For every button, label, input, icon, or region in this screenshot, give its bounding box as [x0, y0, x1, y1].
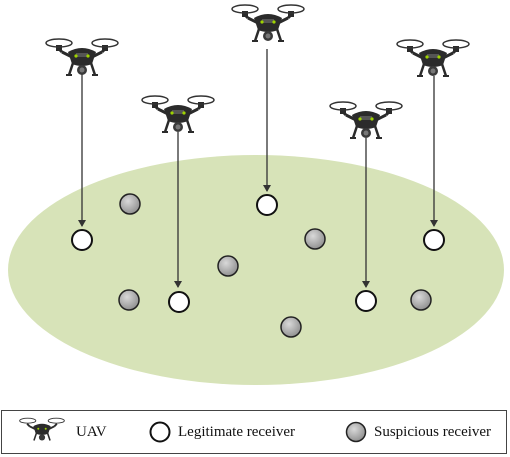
legitimate-legend-icon [149, 421, 171, 443]
suspicious-receiver-1 [119, 193, 141, 215]
uav-4 [328, 100, 404, 140]
legitimate-receiver-1 [71, 229, 93, 251]
legend: UAV Legitimate receiver Suspicious recei… [1, 410, 507, 454]
uav-5 [395, 38, 471, 78]
legend-symbols [19, 417, 367, 443]
suspicious-receiver-5 [280, 316, 302, 338]
uav-2 [140, 94, 216, 134]
suspicious-legend-label: Suspicious receiver [374, 424, 492, 440]
uav-3 [230, 3, 306, 43]
legitimate-receiver-3 [256, 194, 278, 216]
legitimate-legend-label: Legitimate receiver [178, 424, 296, 440]
legitimate-receiver-4 [355, 290, 377, 312]
uav-legend-icon [19, 417, 65, 441]
suspicious-legend-icon [345, 421, 367, 443]
link-arrows [78, 49, 438, 288]
suspicious-receiver-2 [118, 289, 140, 311]
uav-1 [44, 37, 120, 77]
uav-legend-label: UAV [76, 424, 107, 440]
legitimate-receiver-5 [423, 229, 445, 251]
suspicious-receiver-3 [217, 255, 239, 277]
uav-network-diagram [8, 3, 504, 385]
suspicious-receiver-6 [410, 289, 432, 311]
legitimate-receiver-2 [168, 291, 190, 313]
suspicious-receiver-4 [304, 228, 326, 250]
